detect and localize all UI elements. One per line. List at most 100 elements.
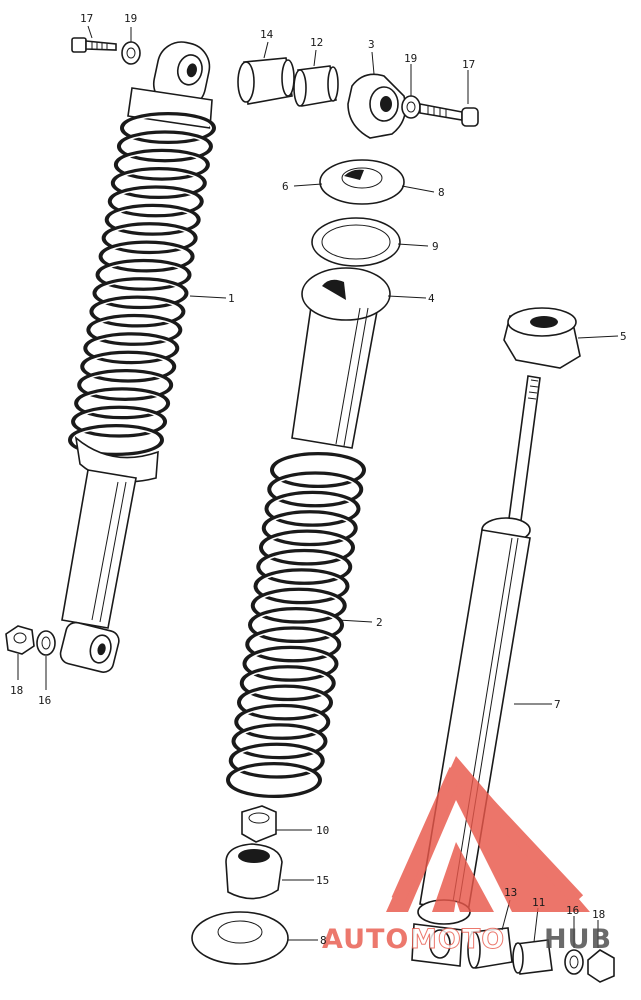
spring-coil: [261, 510, 358, 547]
spring-coil-highlight: [102, 243, 191, 270]
spring-coil-highlight: [90, 317, 179, 343]
spring-coil: [228, 742, 325, 779]
watermark-triangle-inner-icon: [391, 765, 584, 905]
spring-coil-highlight: [252, 610, 340, 640]
spring-coil-highlight: [257, 571, 346, 601]
part-16-washer-left: [36, 630, 56, 656]
callout-2: 2: [376, 616, 383, 629]
callout-17-left: 17: [80, 12, 93, 25]
spring-coil-highlight: [244, 668, 332, 698]
spring-coil: [226, 762, 322, 798]
spring-coil-highlight: [87, 335, 176, 361]
spring-coil: [259, 529, 355, 566]
callout-12: 12: [310, 36, 323, 49]
spring-coil: [116, 130, 213, 163]
spring-coil: [101, 222, 198, 255]
spring-coil-highlight: [241, 687, 329, 718]
part-16-washer-right: [564, 949, 584, 975]
part-9-washer-ring: [311, 217, 401, 267]
callout-8-lower: 8: [320, 934, 327, 947]
spring-coil-highlight: [263, 532, 351, 563]
part-1-spring-coils: [68, 112, 216, 456]
part-6-spring-seat: [319, 159, 405, 205]
callout-labels: 17 19 14 12 3 19 17 6 8 9 1 4 5 2 7 18 1…: [10, 12, 627, 947]
spring-coil-highlight: [93, 298, 182, 325]
spring-coil: [68, 424, 164, 456]
spring-coil: [83, 332, 180, 365]
spring-coil-highlight: [72, 427, 160, 453]
spring-coil: [77, 368, 174, 401]
spring-coil: [239, 665, 336, 702]
part-3-upper-joint: [347, 73, 407, 139]
spring-coil: [104, 203, 201, 236]
callout-4: 4: [428, 292, 435, 305]
callout-8-upper: 8: [438, 186, 445, 199]
part-18-cap-nut-right: [587, 949, 615, 983]
spring-coil-highlight: [121, 133, 209, 160]
spring-coil: [264, 490, 361, 527]
part-15-rubber-bump-stop: [225, 843, 283, 900]
part-8-lower-seat: [191, 911, 289, 965]
watermark-logo: AUTO MOTO HUB: [322, 756, 612, 956]
leader-lines: [17, 25, 619, 948]
spring-coil-highlight: [105, 225, 194, 251]
callout-19-right: 19: [404, 52, 417, 65]
spring-coil-highlight: [84, 353, 172, 380]
callout-16-right: 16: [566, 904, 579, 917]
part-12-collar: [293, 65, 339, 107]
watermark-text-moto: MOTO: [410, 924, 505, 955]
part-14-bushing: [237, 57, 295, 105]
spring-coil: [234, 703, 331, 740]
callout-15: 15: [316, 874, 329, 887]
spring-coil: [245, 626, 342, 663]
spring-coil: [107, 185, 204, 218]
spring-coil-highlight: [96, 280, 185, 306]
part-4-dust-cover: [291, 267, 391, 449]
part-2-spring: [226, 452, 366, 798]
spring-coil-highlight: [112, 188, 200, 215]
spring-coil: [80, 350, 177, 383]
spring-coil-highlight: [108, 207, 197, 233]
spring-coil-highlight: [268, 494, 357, 524]
spring-coil: [74, 387, 171, 420]
callout-11: 11: [532, 896, 545, 909]
spring-coil: [248, 607, 344, 643]
part-10-stopper-nut: [241, 805, 277, 843]
spring-coil-highlight: [266, 513, 354, 543]
callout-10: 10: [316, 824, 329, 837]
spring-coil-highlight: [124, 115, 212, 141]
callout-17-right: 17: [462, 58, 475, 71]
spring-coil-highlight: [99, 262, 188, 288]
callout-18-right: 18: [592, 908, 605, 921]
part-1-shock-absorber-assembly: [59, 41, 216, 673]
spring-coil-highlight: [255, 590, 343, 621]
part-19-washer-left: [121, 41, 141, 65]
spring-coil: [113, 148, 210, 181]
callout-3: 3: [368, 38, 375, 51]
watermark-text-hub: HUB: [544, 924, 612, 955]
callout-1: 1: [228, 292, 235, 305]
part-17-bolt-right: [419, 103, 479, 127]
callout-6: 6: [282, 180, 289, 193]
spring-coil-highlight: [233, 745, 321, 776]
spring-coil-highlight: [115, 170, 203, 196]
part-13-bushing: [467, 927, 513, 969]
spring-coil: [250, 587, 347, 624]
spring-coil-highlight: [271, 474, 359, 505]
spring-coil-highlight: [249, 629, 337, 660]
spring-coil-highlight: [260, 552, 348, 582]
spring-coil: [231, 723, 328, 760]
spring-coil: [253, 568, 350, 605]
spring-coil-highlight: [274, 455, 362, 485]
spring-coil: [89, 295, 186, 328]
spring-coil-highlight: [230, 765, 318, 795]
callout-19-left: 19: [124, 12, 137, 25]
spring-coil: [92, 277, 189, 310]
callout-18-left: 18: [10, 684, 23, 697]
spring-coil-highlight: [235, 726, 324, 756]
callout-5: 5: [620, 330, 627, 343]
spring-coil: [237, 684, 333, 721]
callout-9: 9: [432, 240, 439, 253]
spring-coil: [110, 167, 207, 200]
spring-coil-highlight: [78, 390, 166, 417]
